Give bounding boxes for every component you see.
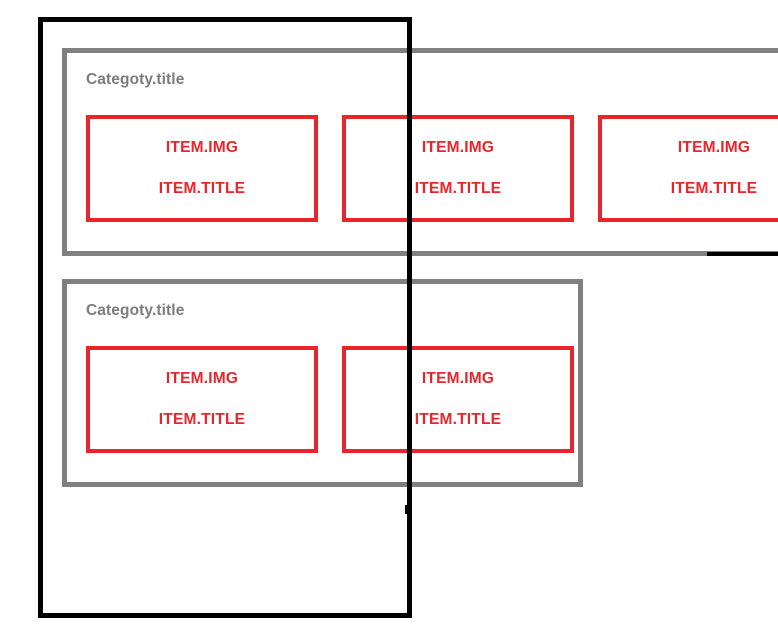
item-img-placeholder-label: ITEM.IMG [421,370,495,387]
item-img-placeholder-label: ITEM.IMG [421,139,495,156]
item-title-placeholder-label: ITEM.TITLE [158,180,246,197]
category-section: Categoty.title ITEM.IMG ITEM.TITLE ITEM.… [62,279,583,487]
item-img-placeholder-label: ITEM.IMG [165,139,239,156]
category-title: Categoty.title [86,302,185,319]
category-title: Categoty.title [86,71,185,88]
item-title-placeholder-label: ITEM.TITLE [670,180,758,197]
item-card[interactable]: ITEM.IMG ITEM.TITLE [342,346,574,453]
item-card[interactable]: ITEM.IMG ITEM.TITLE [598,115,778,222]
annotation-stray-stroke [707,252,778,256]
item-card[interactable]: ITEM.IMG ITEM.TITLE [86,346,318,453]
item-title-placeholder-label: ITEM.TITLE [414,180,502,197]
category-section: Categoty.title ITEM.IMG ITEM.TITLE ITEM.… [62,48,778,256]
item-title-placeholder-label: ITEM.TITLE [158,411,246,428]
item-img-placeholder-label: ITEM.IMG [165,370,239,387]
item-card[interactable]: ITEM.IMG ITEM.TITLE [342,115,574,222]
item-card-row: ITEM.IMG ITEM.TITLE ITEM.IMG ITEM.TITLE [86,346,574,453]
annotation-stroke-jog [405,505,410,514]
item-card-row: ITEM.IMG ITEM.TITLE ITEM.IMG ITEM.TITLE … [86,115,778,222]
item-card[interactable]: ITEM.IMG ITEM.TITLE [86,115,318,222]
item-title-placeholder-label: ITEM.TITLE [414,411,502,428]
item-img-placeholder-label: ITEM.IMG [677,139,751,156]
